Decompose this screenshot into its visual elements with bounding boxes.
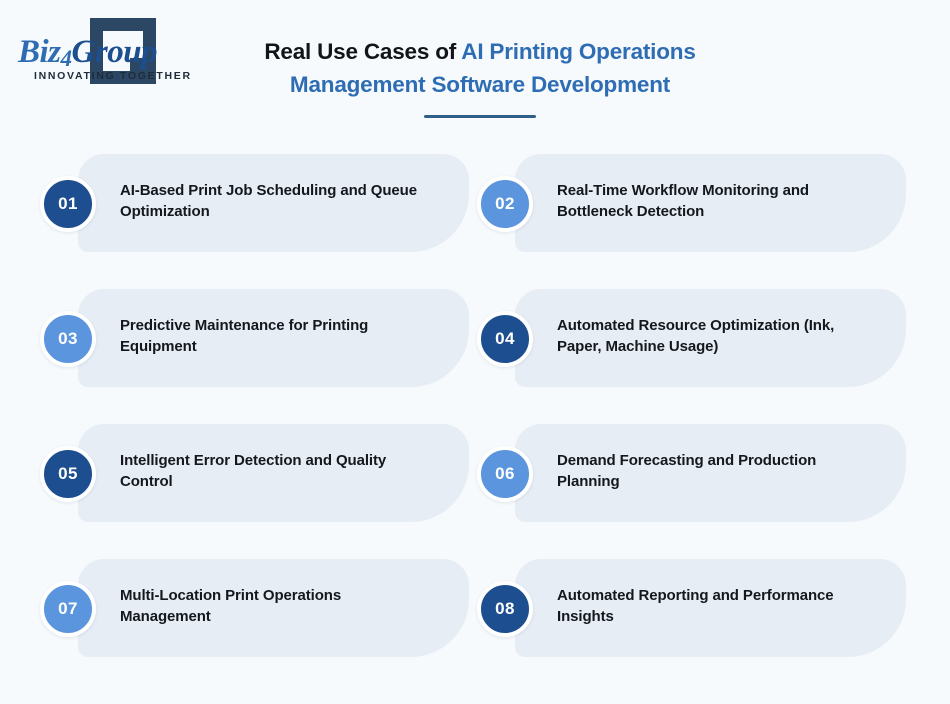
item-number-badge: 08 bbox=[477, 581, 533, 637]
card-background bbox=[78, 559, 469, 657]
list-item[interactable]: 02 Real-Time Workflow Monitoring and Bot… bbox=[477, 154, 910, 252]
use-case-grid: 01 AI-Based Print Job Scheduling and Que… bbox=[0, 140, 950, 657]
list-item[interactable]: 04 Automated Resource Optimization (Ink,… bbox=[477, 289, 910, 387]
item-label: Automated Reporting and Performance Insi… bbox=[557, 587, 834, 626]
brand-name-part1: Biz bbox=[18, 34, 61, 70]
item-number: 01 bbox=[58, 194, 78, 213]
item-number: 06 bbox=[495, 464, 515, 483]
item-label: Automated Resource Optimization (Ink, Pa… bbox=[557, 317, 835, 356]
header: Biz4Group INNOVATING TOGETHER Real Use C… bbox=[0, 0, 950, 140]
card-background bbox=[78, 289, 469, 387]
list-item[interactable]: 03 Predictive Maintenance for Printing E… bbox=[40, 289, 473, 387]
page-title-accent: AI Printing Operations Management Softwa… bbox=[289, 39, 696, 97]
item-number: 07 bbox=[58, 599, 78, 618]
card-background bbox=[515, 289, 906, 387]
item-number-badge: 07 bbox=[40, 581, 96, 637]
brand-name-part3: Group bbox=[71, 34, 158, 70]
brand-logo: Biz4Group INNOVATING TOGETHER bbox=[18, 18, 190, 90]
item-number-badge: 03 bbox=[40, 311, 96, 367]
brand-name-part2: 4 bbox=[60, 46, 73, 71]
title-divider bbox=[424, 115, 536, 119]
item-number: 08 bbox=[495, 599, 515, 618]
item-number: 03 bbox=[58, 329, 78, 348]
item-number-badge: 06 bbox=[477, 446, 533, 502]
item-label: Real-Time Workflow Monitoring and Bottle… bbox=[557, 182, 809, 221]
brand-wordmark: Biz4Group bbox=[18, 34, 158, 71]
item-label: Intelligent Error Detection and Quality … bbox=[120, 452, 387, 491]
card-background bbox=[515, 424, 906, 522]
list-item[interactable]: 05 Intelligent Error Detection and Quali… bbox=[40, 424, 473, 522]
logo-mark-icon bbox=[90, 18, 156, 84]
item-label: Predictive Maintenance for Printing Equi… bbox=[120, 317, 369, 356]
page-title: Real Use Cases of AI Printing Operations… bbox=[220, 36, 740, 101]
page-title-block: Real Use Cases of AI Printing Operations… bbox=[220, 36, 740, 119]
item-number: 02 bbox=[495, 194, 515, 213]
item-number: 04 bbox=[495, 329, 515, 348]
item-number: 05 bbox=[58, 464, 78, 483]
card-background bbox=[78, 154, 469, 252]
list-item[interactable]: 01 AI-Based Print Job Scheduling and Que… bbox=[40, 154, 473, 252]
item-number-badge: 05 bbox=[40, 446, 96, 502]
item-number-badge: 04 bbox=[477, 311, 533, 367]
card-background bbox=[515, 559, 906, 657]
card-background bbox=[515, 154, 906, 252]
item-number-badge: 01 bbox=[40, 176, 96, 232]
brand-tagline: INNOVATING TOGETHER bbox=[34, 70, 192, 82]
page-title-plain: Real Use Cases of bbox=[264, 39, 462, 64]
item-number-badge: 02 bbox=[477, 176, 533, 232]
item-label: Demand Forecasting and Production Planni… bbox=[557, 452, 817, 491]
card-background bbox=[78, 424, 469, 522]
list-item[interactable]: 08 Automated Reporting and Performance I… bbox=[477, 559, 910, 657]
list-item[interactable]: 07 Multi-Location Print Operations Manag… bbox=[40, 559, 473, 657]
item-label: Multi-Location Print Operations Manageme… bbox=[120, 587, 342, 626]
list-item[interactable]: 06 Demand Forecasting and Production Pla… bbox=[477, 424, 910, 522]
item-label: AI-Based Print Job Scheduling and Queue … bbox=[120, 182, 417, 221]
